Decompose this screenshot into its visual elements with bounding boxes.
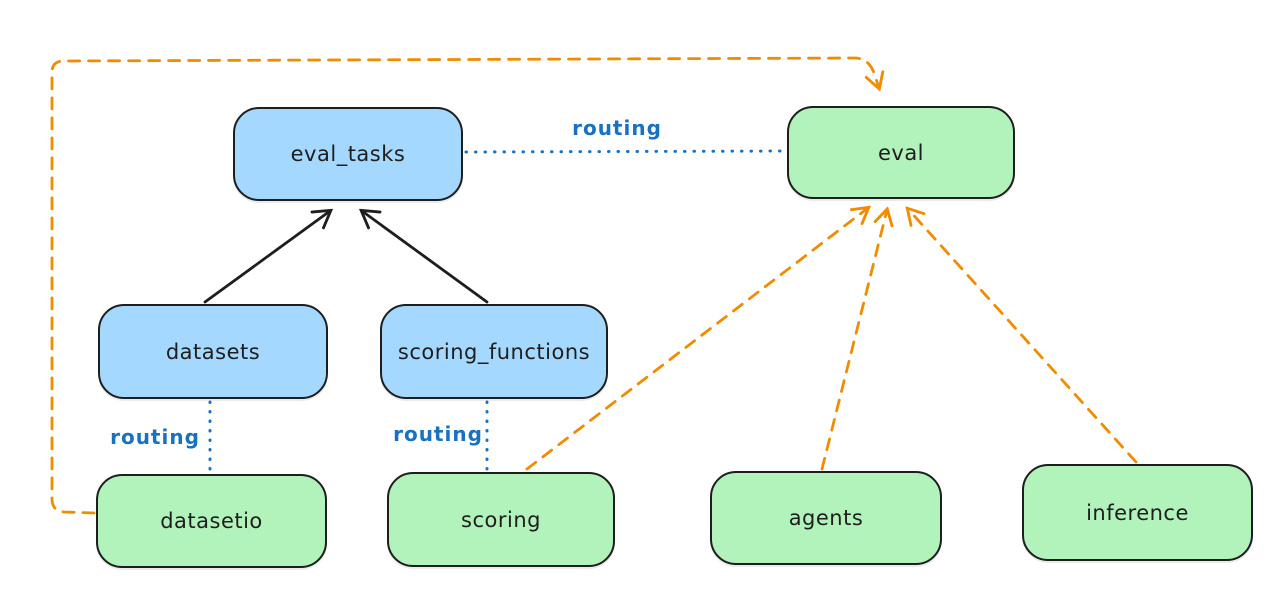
node-inference-label: inference <box>1086 500 1189 525</box>
node-scoring-label: scoring <box>461 507 541 532</box>
node-datasetio-label: datasetio <box>160 509 263 533</box>
edge-label-routing-eval-tasks-eval: routing <box>572 116 662 140</box>
node-eval-tasks-label: eval_tasks <box>290 142 406 166</box>
node-agents: agents <box>710 471 942 565</box>
edge-scoring-functions-to-eval-tasks <box>362 211 489 304</box>
node-datasets: datasets <box>98 304 328 399</box>
node-scoring-functions: scoring_functions <box>380 304 608 399</box>
node-eval-tasks: eval_tasks <box>233 107 463 201</box>
edge-agents-to-eval <box>820 210 887 471</box>
node-datasetio: datasetio <box>96 474 327 568</box>
node-datasets-label: datasets <box>165 339 261 364</box>
node-agents-label: agents <box>788 506 864 530</box>
edge-eval-tasks-to-eval-routing <box>464 149 787 154</box>
edge-label-routing-scoring-functions-scoring: routing <box>393 422 483 446</box>
node-inference: inference <box>1022 464 1253 561</box>
edge-datasets-to-eval-tasks <box>203 211 330 304</box>
node-scoring-functions-label: scoring_functions <box>397 339 591 364</box>
node-scoring: scoring <box>387 472 615 567</box>
node-eval-label: eval <box>877 140 925 165</box>
node-eval: eval <box>787 106 1015 199</box>
edge-label-routing-datasets-datasetio: routing <box>110 425 200 449</box>
edge-inference-to-eval <box>908 209 1138 464</box>
